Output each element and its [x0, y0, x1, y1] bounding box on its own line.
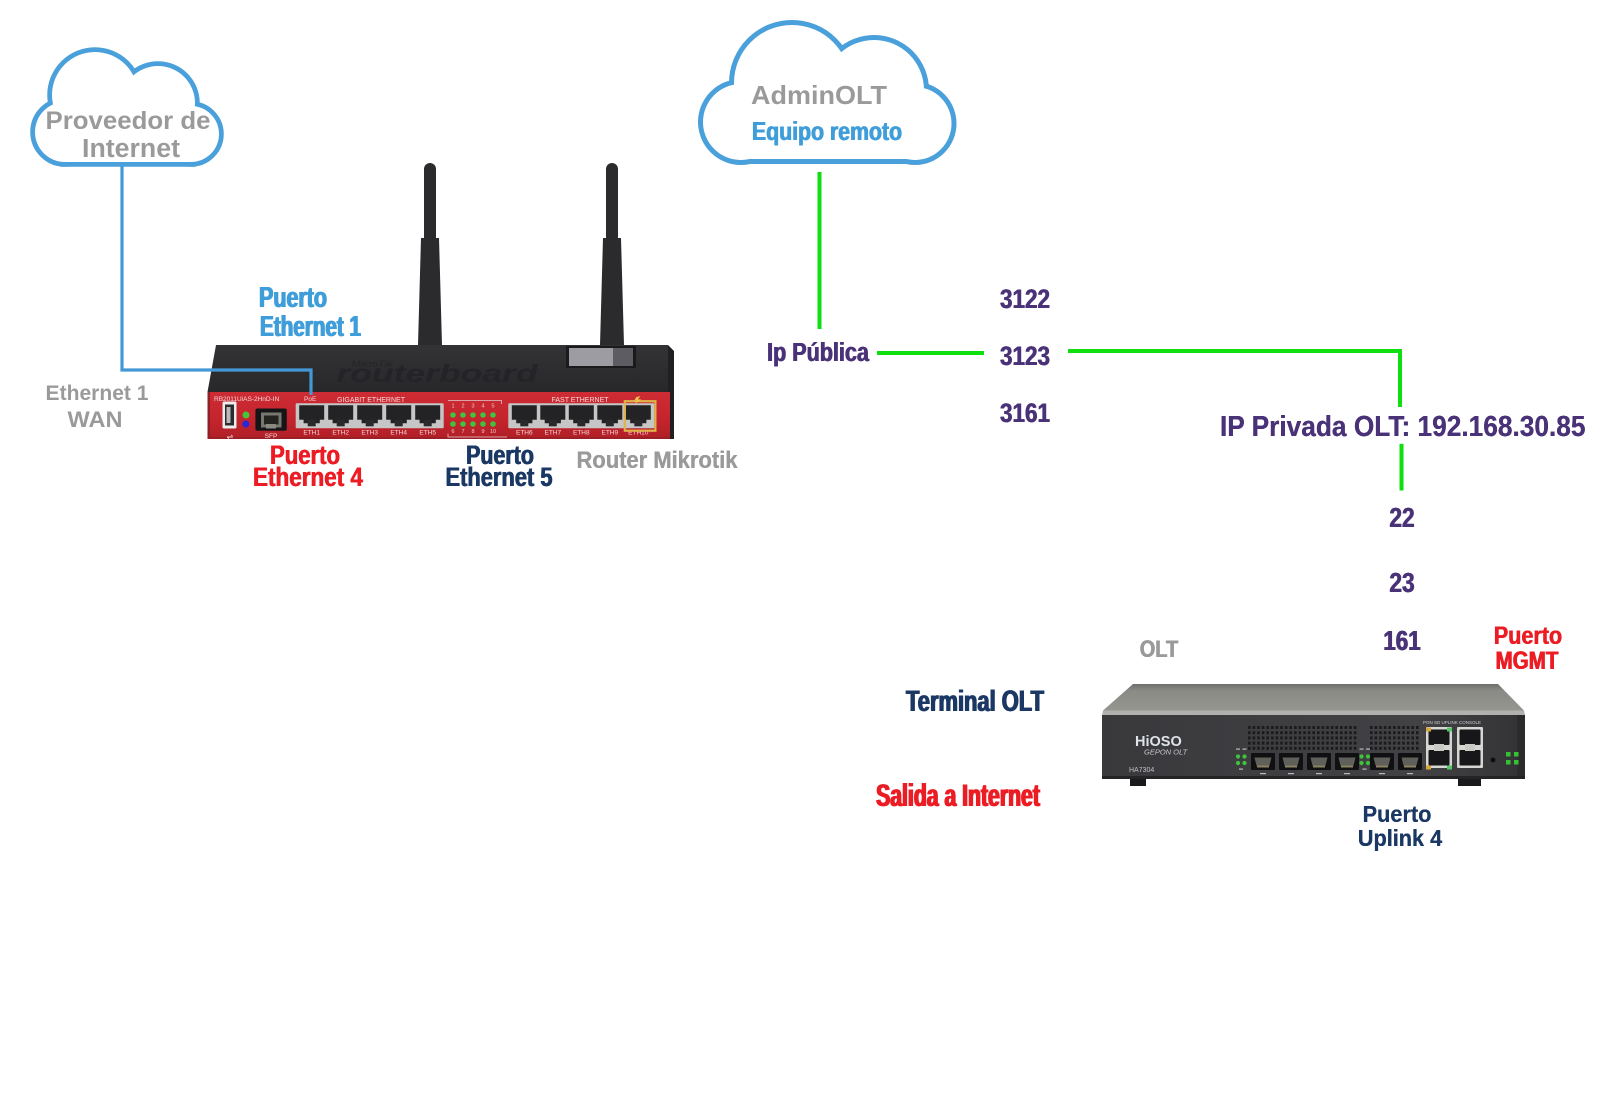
svg-text:10: 10	[490, 429, 496, 435]
svg-text:MikroTik: MikroTik	[352, 360, 394, 370]
svg-text:GEPON OLT: GEPON OLT	[1144, 748, 1189, 757]
svg-text:ETH4: ETH4	[390, 430, 407, 437]
svg-text:ETH1: ETH1	[303, 430, 320, 437]
svg-text:ETH2: ETH2	[332, 430, 349, 437]
svg-text:ETH10: ETH10	[628, 430, 649, 437]
svg-text:ETH5: ETH5	[419, 430, 436, 437]
svg-text:1: 1	[451, 404, 454, 410]
svg-text:HA7304: HA7304	[1129, 767, 1154, 774]
svg-text:2: 2	[461, 404, 464, 410]
svg-text:7: 7	[461, 429, 464, 435]
svg-text:SFP: SFP	[265, 433, 278, 440]
svg-text:3: 3	[471, 404, 474, 410]
svg-text:⇌: ⇌	[227, 432, 234, 441]
svg-text:ETH6: ETH6	[516, 430, 533, 437]
svg-text:PoE: PoE	[304, 396, 317, 403]
svg-text:ETH8: ETH8	[573, 430, 590, 437]
svg-text:HiOSO: HiOSO	[1135, 734, 1182, 750]
svg-text:PON SD UPLINK CONSOLE: PON SD UPLINK CONSOLE	[1423, 720, 1481, 725]
svg-text:6: 6	[451, 429, 454, 435]
svg-text:routerboard: routerboard	[336, 359, 539, 387]
svg-text:GIGABIT ETHERNET: GIGABIT ETHERNET	[337, 397, 406, 404]
svg-text:ETH9: ETH9	[601, 430, 618, 437]
svg-text:RB2011UiAS-2HnD-IN: RB2011UiAS-2HnD-IN	[214, 396, 280, 403]
svg-text:ETH7: ETH7	[544, 430, 561, 437]
svg-text:ETH3: ETH3	[361, 430, 378, 437]
svg-text:9: 9	[481, 429, 484, 435]
svg-text:4: 4	[481, 404, 484, 410]
svg-text:8: 8	[471, 429, 474, 435]
svg-text:FAST ETHERNET: FAST ETHERNET	[551, 397, 609, 404]
svg-text:5: 5	[491, 404, 494, 410]
